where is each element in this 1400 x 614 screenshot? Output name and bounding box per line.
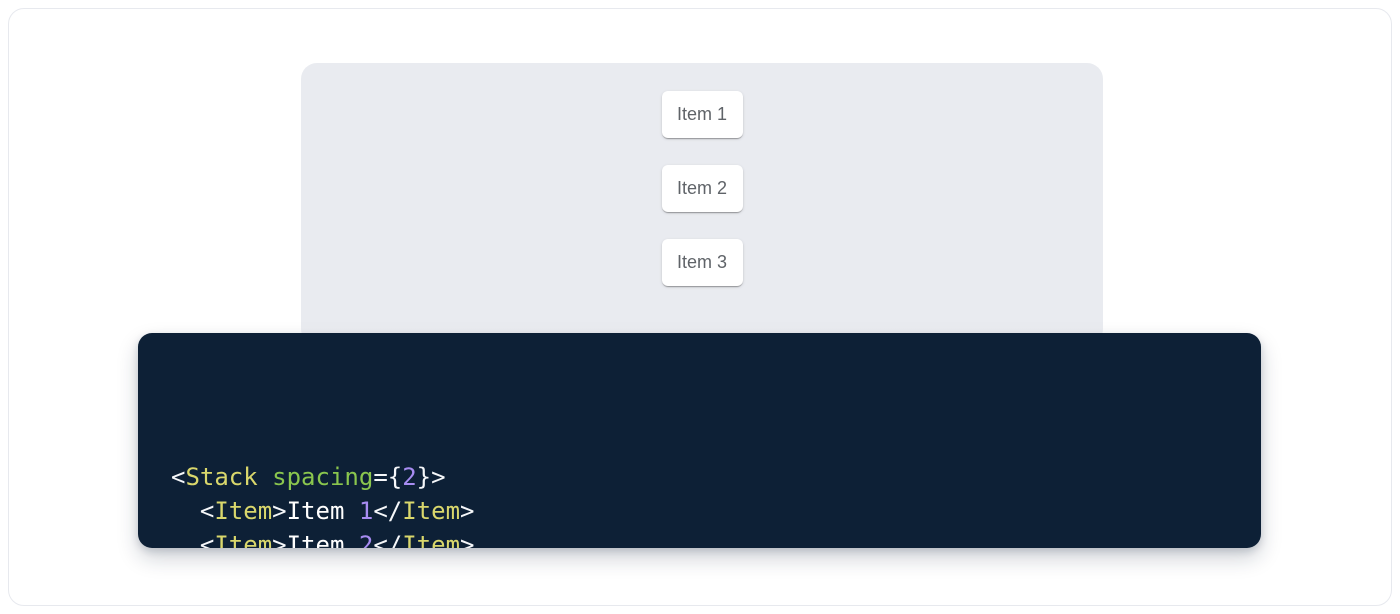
code-line: <Item>Item 2</Item> — [171, 528, 1231, 548]
code-token-plain — [258, 463, 272, 491]
code-token-plain — [171, 497, 200, 525]
code-token-tag: Item — [402, 497, 461, 525]
code-content: <Stack spacing={2}> <Item>Item 1</Item> … — [171, 358, 1231, 548]
code-token-number: 2 — [402, 463, 417, 491]
code-token-tag: Stack — [185, 463, 258, 491]
code-line: <Stack spacing={2}> — [171, 460, 1231, 494]
code-token-tag: Item — [402, 531, 461, 548]
code-line: <Item>Item 1</Item> — [171, 494, 1231, 528]
code-token-punctuation: </ — [373, 497, 403, 525]
code-token-plain: Item — [286, 497, 359, 525]
code-token-punctuation: > — [460, 497, 475, 525]
code-token-plain: Item — [286, 531, 359, 548]
stack-item: Item 1 — [661, 91, 743, 138]
stack-item: Item 2 — [661, 165, 743, 212]
code-token-tag: Item — [214, 497, 273, 525]
code-token-punctuation: > — [460, 531, 475, 548]
code-token-punctuation: > — [272, 531, 287, 548]
code-token-punctuation: ={ — [373, 463, 403, 491]
code-token-tag: Item — [214, 531, 273, 548]
code-token-plain — [171, 531, 200, 548]
code-token-punctuation: < — [199, 531, 215, 548]
code-token-number: 2 — [358, 531, 374, 548]
code-token-punctuation: < — [171, 463, 186, 491]
stack-demo-panel: Item 1 Item 2 Item 3 — [301, 63, 1103, 345]
code-token-attr-name: spacing — [272, 463, 374, 491]
code-token-punctuation: < — [199, 497, 215, 525]
code-token-punctuation: > — [272, 497, 287, 525]
code-token-number: 1 — [358, 497, 374, 525]
stack-item: Item 3 — [661, 239, 743, 286]
code-token-punctuation: }> — [416, 463, 446, 491]
code-block: <Stack spacing={2}> <Item>Item 1</Item> … — [138, 333, 1261, 548]
code-token-punctuation: </ — [373, 531, 403, 548]
